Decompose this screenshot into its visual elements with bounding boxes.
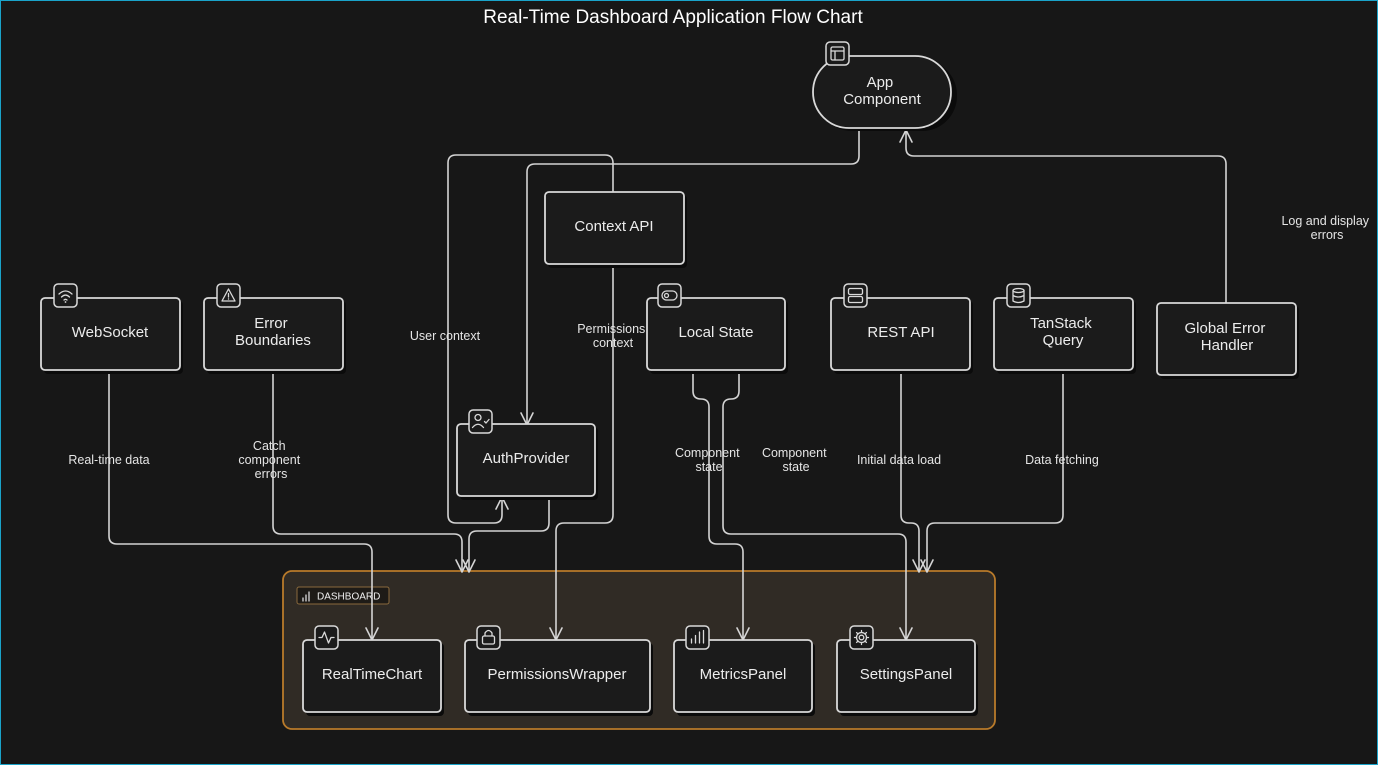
wifi-icon — [53, 283, 78, 308]
node-tanstack-query-label: TanStack Query — [1030, 315, 1096, 349]
node-rest-api[interactable]: REST API — [830, 283, 973, 374]
dashboard-group-label: DASHBOARD — [317, 592, 380, 603]
node-error-boundaries[interactable]: Error Boundaries — [203, 283, 346, 374]
edges — [108, 129, 1227, 641]
edge-label-data-fetching: Data fetching — [1025, 453, 1099, 467]
edge-label-component-state-1: Component state — [675, 446, 743, 474]
edge-label-permissions-context: Permissions context — [577, 322, 649, 350]
edge-label-user-context: User context — [410, 329, 481, 343]
node-metricspanel-label: MetricsPanel — [700, 666, 787, 683]
edge-label-catch-errors: Catch component errors — [238, 439, 303, 481]
bar-chart-icon — [685, 625, 710, 650]
node-permissionswrapper[interactable]: PermissionsWrapper — [464, 625, 653, 716]
gear-icon — [849, 625, 874, 650]
edge-labels: Log and display errors User context Perm… — [68, 214, 1372, 481]
node-realtimechart-label: RealTimeChart — [322, 666, 423, 683]
bar-chart-icon — [302, 591, 310, 602]
node-realtimechart[interactable]: RealTimeChart — [302, 625, 444, 716]
edge-restapi-to-dashboard — [900, 371, 926, 573]
edge-global-error-to-app — [899, 129, 1227, 304]
node-local-state[interactable]: Local State — [646, 283, 788, 374]
node-tanstack-query[interactable]: TanStack Query — [993, 283, 1136, 374]
edge-authprovider-to-dashboard — [462, 497, 550, 573]
node-permissionswrapper-label: PermissionsWrapper — [488, 666, 627, 683]
edge-tanstack-to-dashboard — [920, 371, 1064, 573]
node-global-error-handler[interactable]: Global Error Handler — [1156, 302, 1299, 379]
node-settingspanel[interactable]: SettingsPanel — [836, 625, 978, 716]
warning-icon — [216, 283, 241, 308]
node-rest-api-label: REST API — [867, 324, 934, 341]
edge-label-realtime-data: Real-time data — [68, 453, 149, 467]
node-local-state-label: Local State — [678, 324, 753, 341]
edge-label-initial-data-load: Initial data load — [857, 453, 941, 467]
node-global-error-handler-label: Global Error Handler — [1184, 320, 1269, 354]
activity-icon — [314, 625, 339, 650]
node-context-api-label: Context API — [574, 218, 653, 235]
edge-label-component-state-2: Component state — [762, 446, 830, 474]
edge-label-log-errors: Log and display errors — [1281, 214, 1372, 242]
server-icon — [843, 283, 868, 308]
dashboard-group-tag: DASHBOARD — [296, 586, 390, 605]
node-error-boundaries-label: Error Boundaries — [235, 315, 311, 349]
database-icon — [1006, 283, 1031, 308]
diagram-title: Real-Time Dashboard Application Flow Cha… — [483, 7, 863, 28]
node-context-api[interactable]: Context API — [544, 191, 687, 268]
node-authprovider[interactable]: AuthProvider — [456, 409, 598, 500]
user-check-icon — [468, 409, 493, 434]
edge-errorboundaries-to-dashboard — [272, 371, 469, 573]
node-app-component-label: App Component — [843, 74, 921, 108]
node-app-component[interactable]: App Component — [812, 41, 957, 131]
lock-icon — [476, 625, 501, 650]
node-settingspanel-label: SettingsPanel — [860, 666, 953, 683]
node-authprovider-label: AuthProvider — [483, 450, 570, 467]
node-websocket[interactable]: WebSocket — [40, 283, 183, 374]
layout-icon — [825, 41, 850, 66]
edge-app-to-authprovider — [520, 130, 860, 426]
toggle-icon — [657, 283, 682, 308]
node-websocket-label: WebSocket — [72, 324, 149, 341]
node-metricspanel[interactable]: MetricsPanel — [673, 625, 815, 716]
